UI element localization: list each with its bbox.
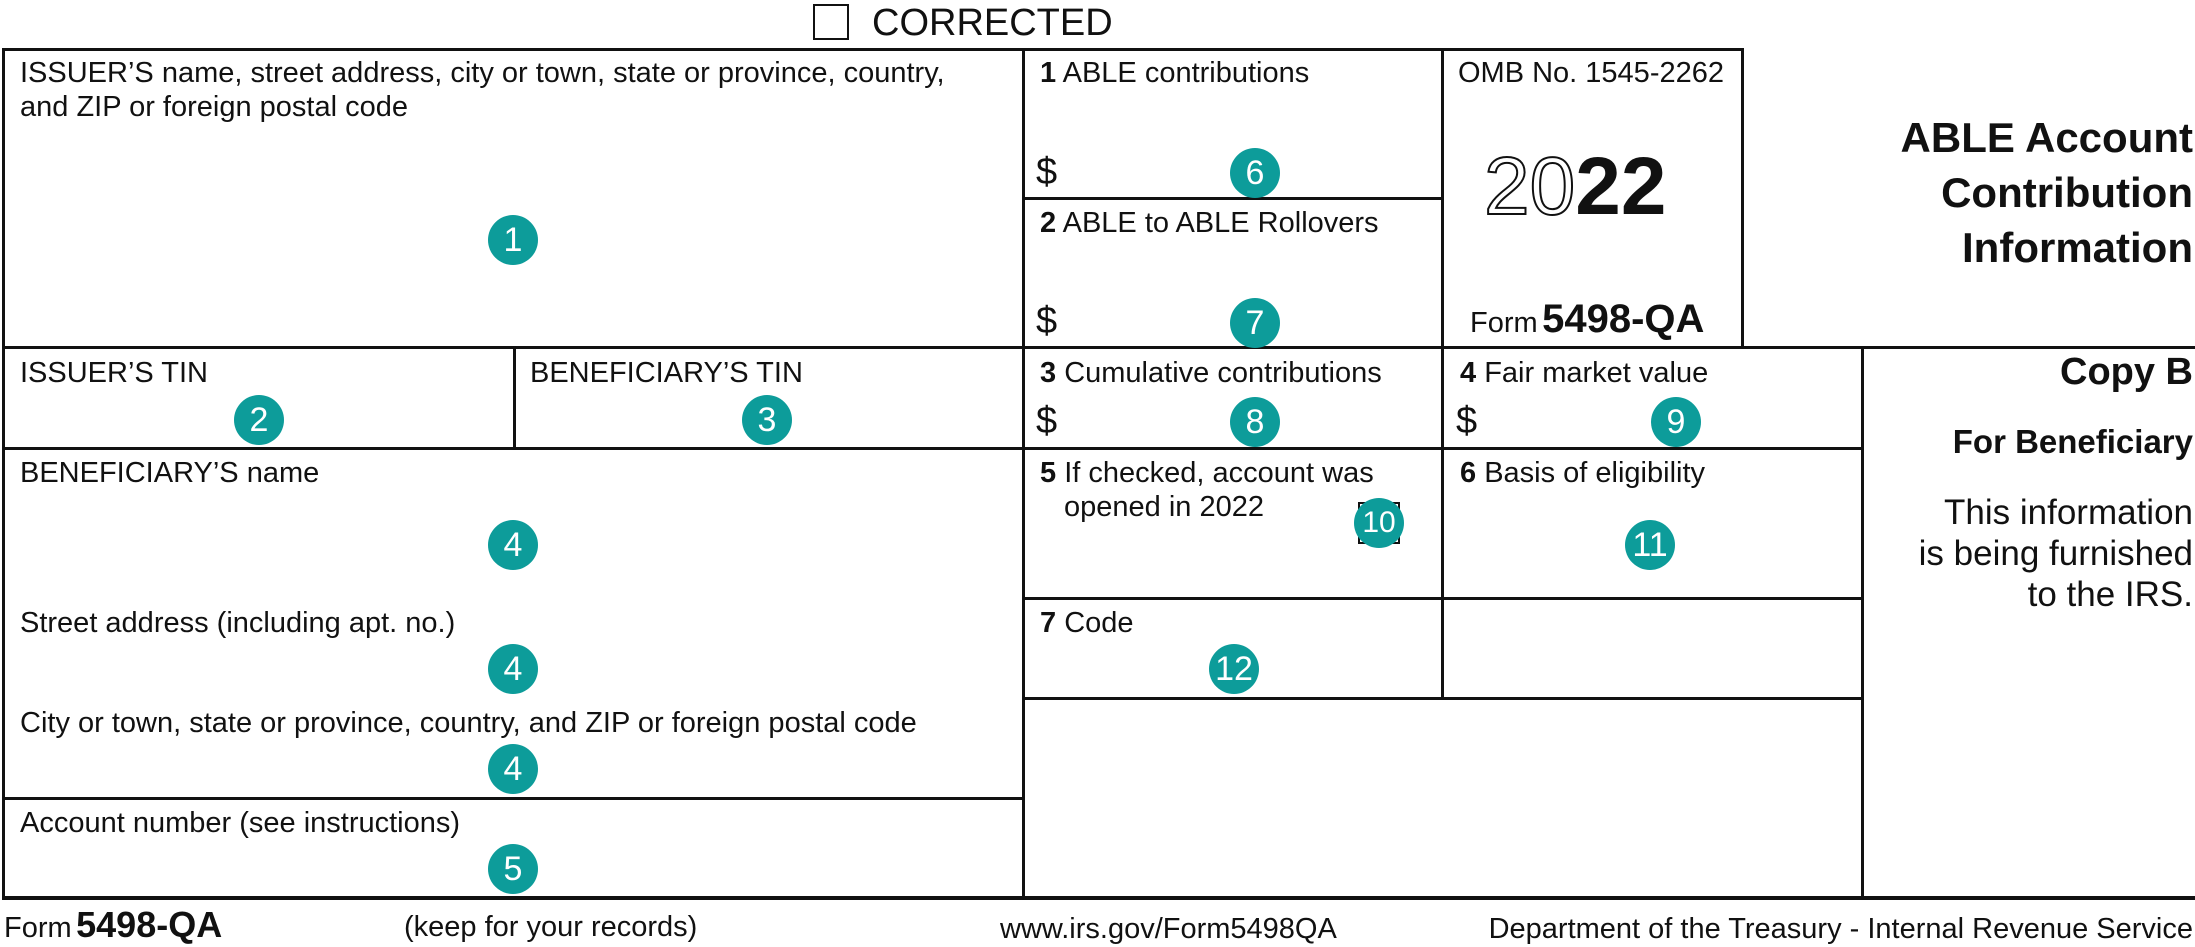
box5-label: 5 If checked, account was — [1040, 457, 1374, 489]
form-title-line-2: Contribution — [1941, 169, 2193, 216]
divider-h-row1 — [2, 346, 2195, 349]
tax-year-outline: 20 — [1483, 141, 1576, 233]
tax-year: 2022 — [1483, 141, 1667, 233]
issuer-tin-label: ISSUER’S TIN — [20, 357, 209, 389]
box7-label: 7 Code — [1040, 607, 1134, 639]
irs-notice-line-3: to the IRS. — [2027, 575, 2193, 614]
account-number-label: Account number (see instructions) — [20, 807, 461, 839]
form-border-top — [2, 48, 1744, 51]
corrected-checkbox[interactable] — [813, 4, 849, 40]
divider-v-tin — [513, 346, 516, 449]
form-border-left — [2, 48, 5, 899]
box1-dollar-sign: $ — [1036, 151, 1058, 193]
box6-field-marker[interactable]: 11 — [1625, 520, 1675, 570]
box5-field-marker[interactable]: 10 — [1354, 498, 1404, 548]
divider-h-box5 — [1022, 597, 1864, 600]
box6-label: 6 Basis of eligibility — [1460, 457, 1706, 489]
divider-h-box1 — [1022, 197, 1444, 200]
street-address-field-marker[interactable]: 4 — [488, 644, 538, 694]
box3-dollar-sign: $ — [1036, 400, 1058, 442]
box3-field-marker[interactable]: 8 — [1230, 397, 1280, 447]
box2-field-marker[interactable]: 7 — [1230, 298, 1280, 348]
account-number-field-marker[interactable]: 5 — [488, 844, 538, 894]
box7-field-marker[interactable]: 12 — [1209, 644, 1259, 694]
issuer-name-label-2: and ZIP or foreign postal code — [20, 91, 408, 123]
divider-v-main — [1022, 48, 1025, 899]
city-label: City or town, state or province, country… — [20, 707, 917, 739]
irs-notice-line-2: is being furnished — [1918, 534, 2193, 573]
form-title-line-3: Information — [1962, 224, 2193, 271]
beneficiary-tin-field-marker[interactable]: 3 — [742, 395, 792, 445]
footer-department: Department of the Treasury - Internal Re… — [1488, 913, 2193, 945]
box5-label-2: opened in 2022 — [1064, 491, 1264, 523]
corrected-label: CORRECTED — [872, 2, 1113, 44]
divider-h-account — [2, 797, 1025, 800]
form-border-bottom — [2, 896, 2195, 900]
form-title: ABLE Account Contribution Information — [1901, 110, 2193, 275]
box2-dollar-sign: $ — [1036, 300, 1058, 342]
issuer-name-label: ISSUER’S name, street address, city or t… — [20, 57, 945, 89]
divider-v-copy — [1861, 346, 1864, 899]
divider-v-omb-right — [1741, 48, 1744, 348]
street-address-label: Street address (including apt. no.) — [20, 607, 456, 639]
box1-field-marker[interactable]: 6 — [1230, 148, 1280, 198]
omb-number: OMB No. 1545-2262 — [1458, 57, 1724, 89]
footer-form-id: Form 5498-QA — [4, 904, 223, 945]
box3-label: 3 Cumulative contributions — [1040, 357, 1382, 389]
box4-label: 4 Fair market value — [1460, 357, 1709, 389]
irs-notice-line-1: This information — [1944, 493, 2193, 532]
footer-url[interactable]: www.irs.gov/Form5498QA — [1000, 913, 1337, 945]
beneficiary-name-label: BENEFICIARY’S name — [20, 457, 320, 489]
box1-label: 1 ABLE contributions — [1040, 57, 1310, 89]
for-beneficiary-label: For Beneficiary — [1952, 423, 2193, 460]
divider-h-row2 — [2, 447, 1864, 450]
box2-label: 2 ABLE to ABLE Rollovers — [1040, 207, 1379, 239]
form-id-top: Form 5498-QA — [1470, 297, 1705, 341]
issuer-name-field-marker[interactable]: 1 — [488, 215, 538, 265]
divider-h-box7 — [1022, 697, 1864, 700]
irs-notice: This information is being furnished to t… — [1919, 492, 2193, 615]
beneficiary-tin-label: BENEFICIARY’S TIN — [530, 357, 803, 389]
divider-v-omb-left — [1441, 48, 1444, 700]
issuer-tin-field-marker[interactable]: 2 — [234, 395, 284, 445]
form-title-line-1: ABLE Account — [1900, 114, 2193, 161]
copy-label: Copy B — [2060, 351, 2193, 393]
city-field-marker[interactable]: 4 — [488, 744, 538, 794]
beneficiary-name-field-marker[interactable]: 4 — [488, 520, 538, 570]
footer-keep-records: (keep for your records) — [404, 911, 698, 943]
box4-dollar-sign: $ — [1456, 400, 1478, 442]
box4-field-marker[interactable]: 9 — [1651, 397, 1701, 447]
tax-year-bold: 22 — [1575, 141, 1667, 232]
